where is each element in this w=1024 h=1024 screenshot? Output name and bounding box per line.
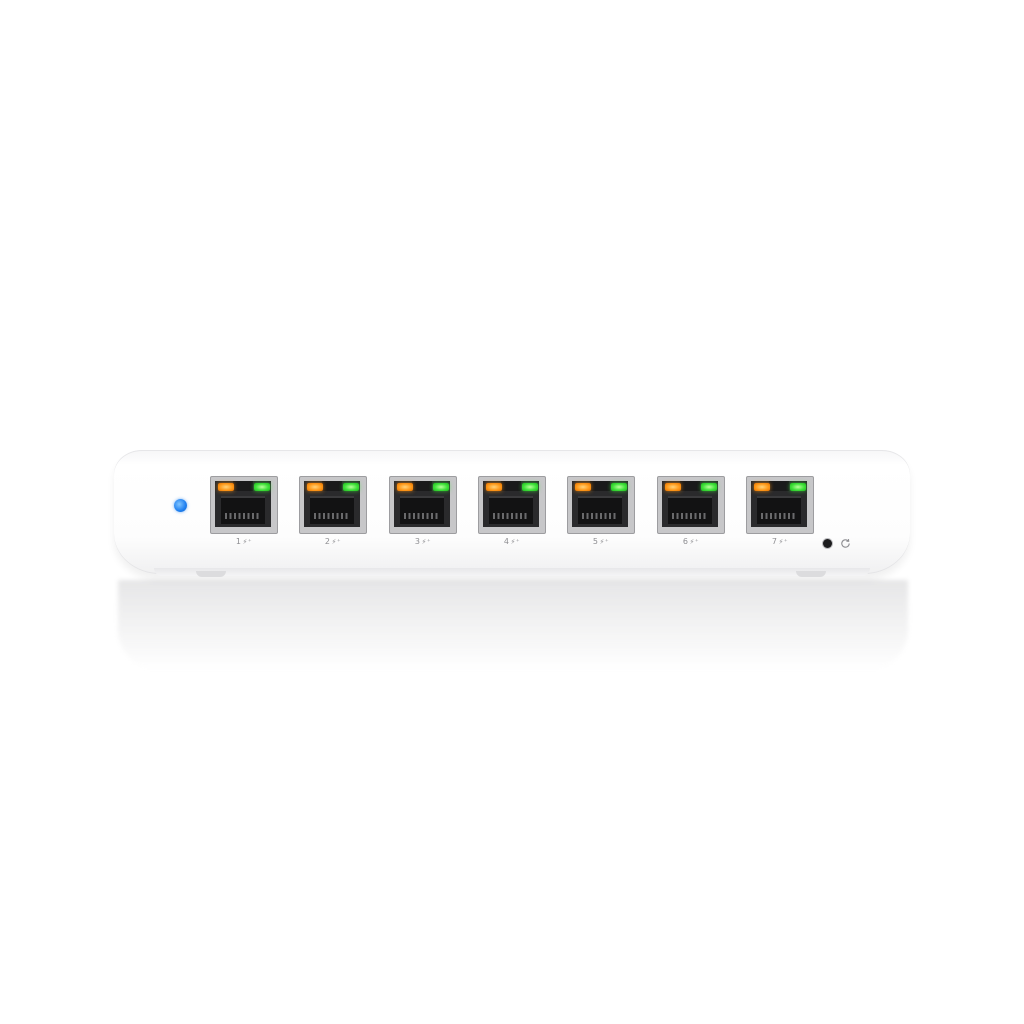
link-led — [754, 483, 770, 491]
socket-cavity — [578, 496, 622, 524]
ethernet-port-1[interactable] — [210, 476, 278, 534]
port-number: 1 — [235, 537, 242, 546]
port-label: 7⚡⁺ — [746, 537, 814, 546]
socket-latch — [322, 481, 342, 491]
activity-led — [343, 483, 359, 491]
socket-pins — [761, 513, 797, 519]
link-led — [307, 483, 323, 491]
link-led — [665, 483, 681, 491]
ethernet-port-2[interactable] — [299, 476, 367, 534]
socket-cavity — [668, 496, 712, 524]
switch-reflection — [118, 580, 908, 670]
port-label: 4⚡⁺ — [478, 537, 546, 546]
socket-pins — [314, 513, 350, 519]
socket-latch — [412, 481, 432, 491]
ethernet-port-4[interactable] — [478, 476, 546, 534]
status-led — [174, 499, 187, 512]
port-number: 4 — [503, 537, 510, 546]
socket-latch — [590, 481, 610, 491]
switch-bottom-rim — [154, 568, 870, 576]
ethernet-port-6[interactable] — [657, 476, 725, 534]
link-led — [397, 483, 413, 491]
socket-pins — [582, 513, 618, 519]
reset-button[interactable] — [823, 539, 832, 548]
socket-cavity — [310, 496, 354, 524]
switch-foot-right — [796, 571, 826, 577]
socket-cavity — [489, 496, 533, 524]
link-led — [218, 483, 234, 491]
socket-cavity — [221, 496, 265, 524]
port-number: 7 — [771, 537, 778, 546]
port-number: 2 — [324, 537, 331, 546]
activity-led — [701, 483, 717, 491]
socket-latch — [501, 481, 521, 491]
poe-plus-icon: ⚡⁺ — [331, 538, 342, 546]
poe-plus-icon: ⚡⁺ — [510, 538, 521, 546]
socket-latch — [233, 481, 253, 491]
activity-led — [254, 483, 270, 491]
ethernet-port-3[interactable] — [389, 476, 457, 534]
ethernet-port-7[interactable] — [746, 476, 814, 534]
link-led — [486, 483, 502, 491]
reset-icon — [841, 538, 850, 548]
socket-pins — [404, 513, 440, 519]
activity-led — [611, 483, 627, 491]
activity-led — [790, 483, 806, 491]
socket-pins — [672, 513, 708, 519]
port-label: 3⚡⁺ — [389, 537, 457, 546]
port-label: 6⚡⁺ — [657, 537, 725, 546]
activity-led — [522, 483, 538, 491]
socket-latch — [769, 481, 789, 491]
poe-plus-icon: ⚡⁺ — [778, 538, 789, 546]
rj45-socket — [304, 481, 360, 527]
poe-plus-icon: ⚡⁺ — [242, 538, 253, 546]
port-number: 5 — [592, 537, 599, 546]
port-number: 6 — [682, 537, 689, 546]
socket-cavity — [400, 496, 444, 524]
link-led — [575, 483, 591, 491]
port-label: 5⚡⁺ — [567, 537, 635, 546]
socket-cavity — [757, 496, 801, 524]
poe-plus-icon: ⚡⁺ — [599, 538, 610, 546]
socket-latch — [680, 481, 700, 491]
poe-plus-icon: ⚡⁺ — [689, 538, 700, 546]
port-number: 3 — [414, 537, 421, 546]
port-label: 1⚡⁺ — [210, 537, 278, 546]
poe-plus-icon: ⚡⁺ — [421, 538, 432, 546]
switch-foot-left — [196, 571, 226, 577]
socket-pins — [225, 513, 261, 519]
ethernet-port-5[interactable] — [567, 476, 635, 534]
port-label: 2⚡⁺ — [299, 537, 367, 546]
socket-pins — [493, 513, 529, 519]
activity-led — [433, 483, 449, 491]
